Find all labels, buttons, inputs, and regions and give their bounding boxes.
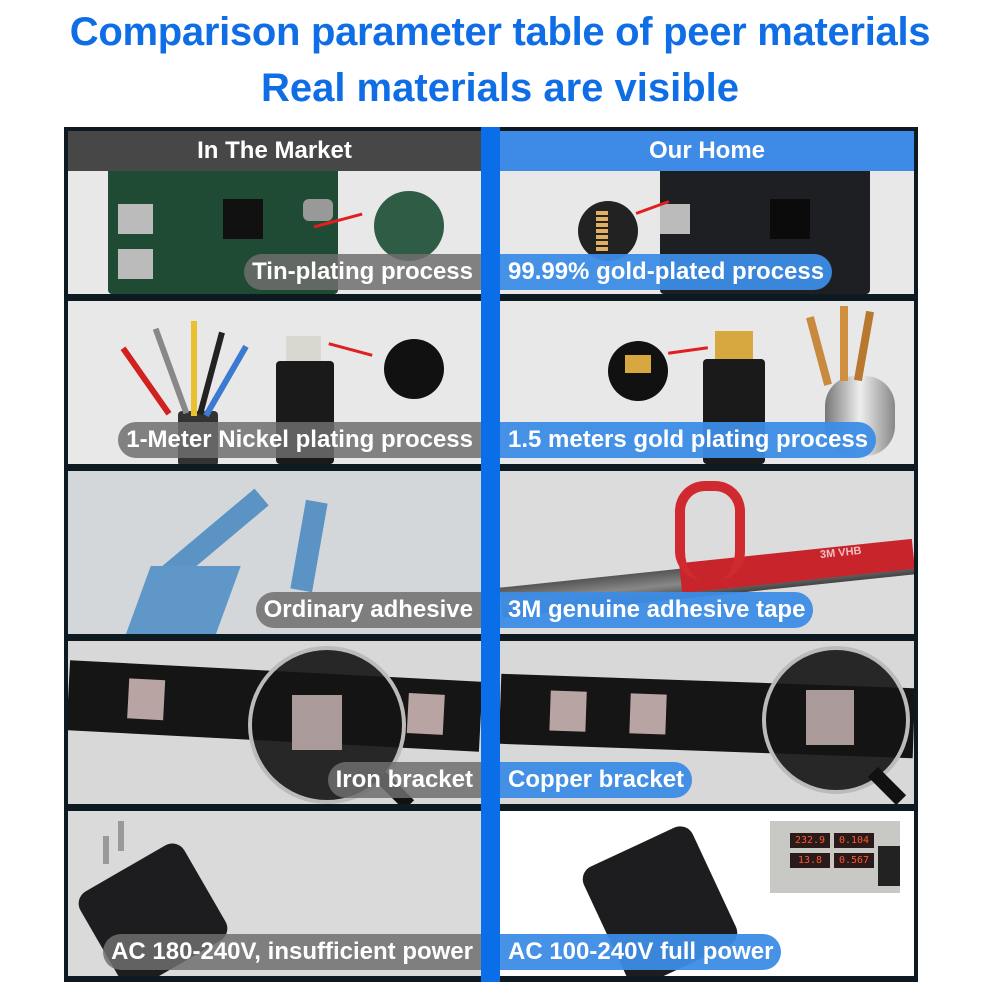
meter-power: 13.8 (790, 853, 830, 868)
plug-prong (118, 821, 124, 851)
red-tape-loop-image (675, 481, 745, 581)
gold-pins-zoom-circle (578, 201, 638, 261)
row4-right-cell: Copper bracket (500, 641, 914, 804)
column-header-market: In The Market (68, 131, 481, 171)
row3-right-caption: 3M genuine adhesive tape (500, 592, 814, 628)
row3-right-cell: 3M VHB 3M genuine adhesive tape (500, 471, 914, 634)
comparison-table: In The Market Our Home Tin-plating proce… (64, 127, 918, 982)
gold-plug-zoom-circle (608, 341, 668, 401)
row5-right-caption: AC 100-240V full power (500, 934, 782, 970)
column-divider (481, 127, 500, 982)
magnifier-lens (762, 646, 910, 794)
row1-right-caption: 99.99% gold-plated process (500, 254, 833, 290)
red-arrow-icon (667, 346, 709, 355)
row2-right-caption: 1.5 meters gold plating process (500, 422, 877, 458)
nickel-plug-zoom-circle (384, 339, 444, 399)
row2-right-cell: 1.5 meters gold plating process (500, 301, 914, 464)
column-header-ours: Our Home (500, 131, 914, 171)
meter-power-factor: 0.567 (834, 853, 874, 868)
meter-voltage: 232.9 (790, 833, 830, 848)
page-title: Comparison parameter table of peer mater… (69, 10, 931, 54)
row4-right-caption: Copper bracket (500, 762, 693, 798)
page-subtitle: Real materials are visible (260, 66, 740, 110)
row3-left-caption: Ordinary adhesive (255, 592, 481, 628)
row3-left-cell: Ordinary adhesive (68, 471, 481, 634)
row1-left-caption: Tin-plating process (244, 254, 481, 290)
row5-left-caption: AC 180-240V, insufficient power (103, 934, 481, 970)
plug-prong (103, 836, 109, 864)
pcb-zoom-circle (374, 191, 444, 261)
row4-left-cell: Iron bracket (68, 641, 481, 804)
row5-right-cell: 232.9 0.104 13.8 0.567 AC 100-240V full … (500, 811, 914, 976)
row2-left-cell: 1-Meter Nickel plating process (68, 301, 481, 464)
meter-current: 0.104 (834, 833, 874, 848)
row2-left-caption: 1-Meter Nickel plating process (118, 422, 481, 458)
row5-left-cell: AC 180-240V, insufficient power (68, 811, 481, 976)
power-meter-image: 232.9 0.104 13.8 0.567 (770, 821, 900, 893)
row4-left-caption: Iron bracket (327, 762, 481, 798)
